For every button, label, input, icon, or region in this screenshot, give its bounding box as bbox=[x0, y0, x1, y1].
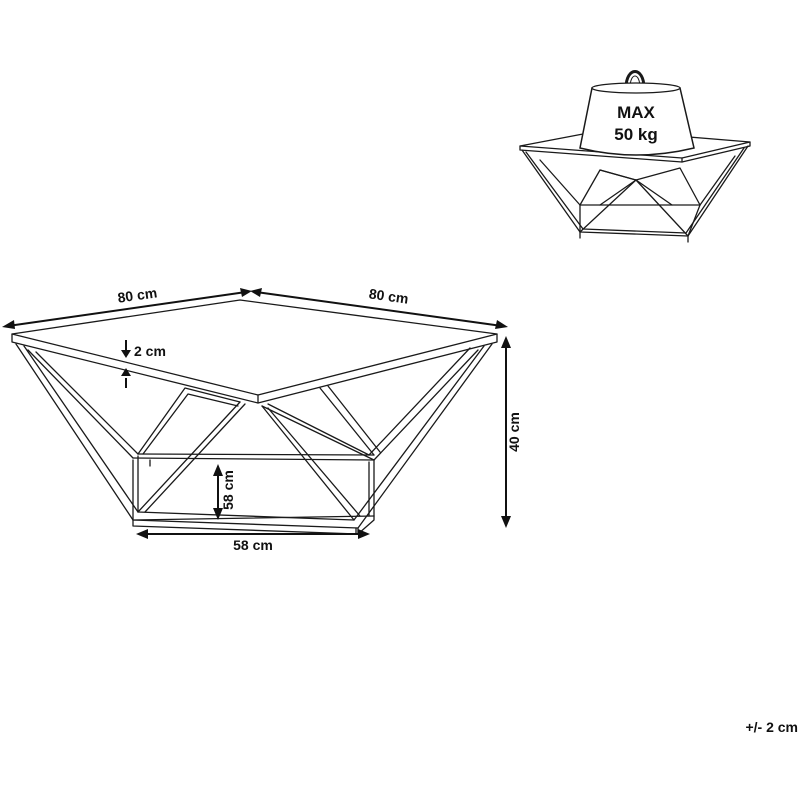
dimension-base-width: 58 cm bbox=[136, 529, 370, 553]
weight-max-label: MAX bbox=[617, 103, 655, 122]
width-right-label: 80 cm bbox=[368, 285, 410, 306]
tolerance-note: +/- 2 cm bbox=[745, 719, 798, 735]
dimension-width-right: 80 cm bbox=[250, 285, 508, 329]
main-table-view: 80 cm 80 cm 2 cm 40 cm 58 bbox=[2, 284, 522, 553]
dimension-width-left: 80 cm bbox=[2, 284, 252, 329]
weight-value-label: 50 kg bbox=[614, 125, 657, 144]
dimension-height: 40 cm bbox=[501, 336, 522, 528]
dimension-inner-height: 58 cm bbox=[213, 464, 236, 520]
weight-icon: MAX 50 kg bbox=[579, 70, 695, 156]
top-thickness-label: 2 cm bbox=[134, 343, 166, 359]
width-left-label: 80 cm bbox=[117, 284, 159, 305]
base-width-label: 58 cm bbox=[233, 537, 273, 553]
inner-height-label: 58 cm bbox=[220, 470, 236, 510]
height-label: 40 cm bbox=[506, 412, 522, 452]
dimension-top-thickness: 2 cm bbox=[121, 340, 166, 388]
small-table-view: MAX 50 kg bbox=[519, 70, 751, 243]
